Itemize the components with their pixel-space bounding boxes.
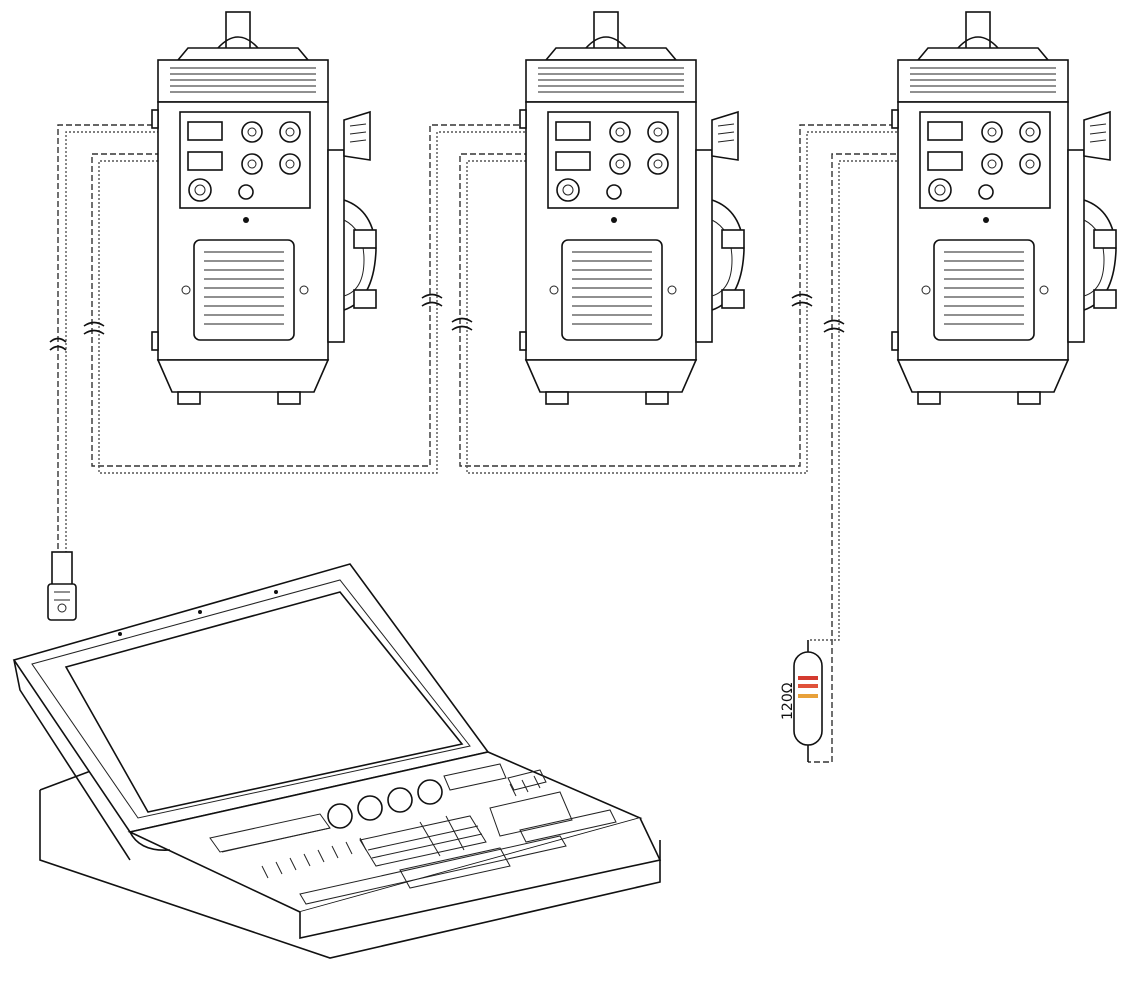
resistor-band-2 bbox=[798, 684, 818, 688]
cable-fixture-1-to-fixture-2 bbox=[91, 124, 530, 467]
fixture-3-icon bbox=[891, 11, 1117, 405]
lighting-console-icon bbox=[12, 563, 662, 959]
resistor-label: 120Ω bbox=[780, 682, 796, 720]
resistor-band-3 bbox=[798, 694, 818, 698]
dmx-cables bbox=[49, 124, 905, 763]
fixture-1-icon bbox=[151, 11, 377, 405]
fixture-2-icon bbox=[519, 11, 745, 405]
cable-fixture-3-to-terminator bbox=[808, 153, 905, 763]
terminator-resistor-icon: 120Ω bbox=[780, 640, 823, 762]
cable-fixture-3-to-terminator-inner bbox=[808, 160, 905, 641]
cable-fixture-2-to-fixture-3-inner bbox=[466, 131, 905, 474]
resistor-band-1 bbox=[798, 676, 818, 680]
cable-fixture-1-to-fixture-2-inner bbox=[98, 131, 530, 474]
cable-fixture-2-to-fixture-3 bbox=[459, 124, 905, 467]
xlr-plug-icon bbox=[47, 551, 77, 621]
cable-console-to-fixture-1-inner bbox=[65, 131, 170, 585]
cable-console-to-fixture-1 bbox=[57, 124, 170, 585]
